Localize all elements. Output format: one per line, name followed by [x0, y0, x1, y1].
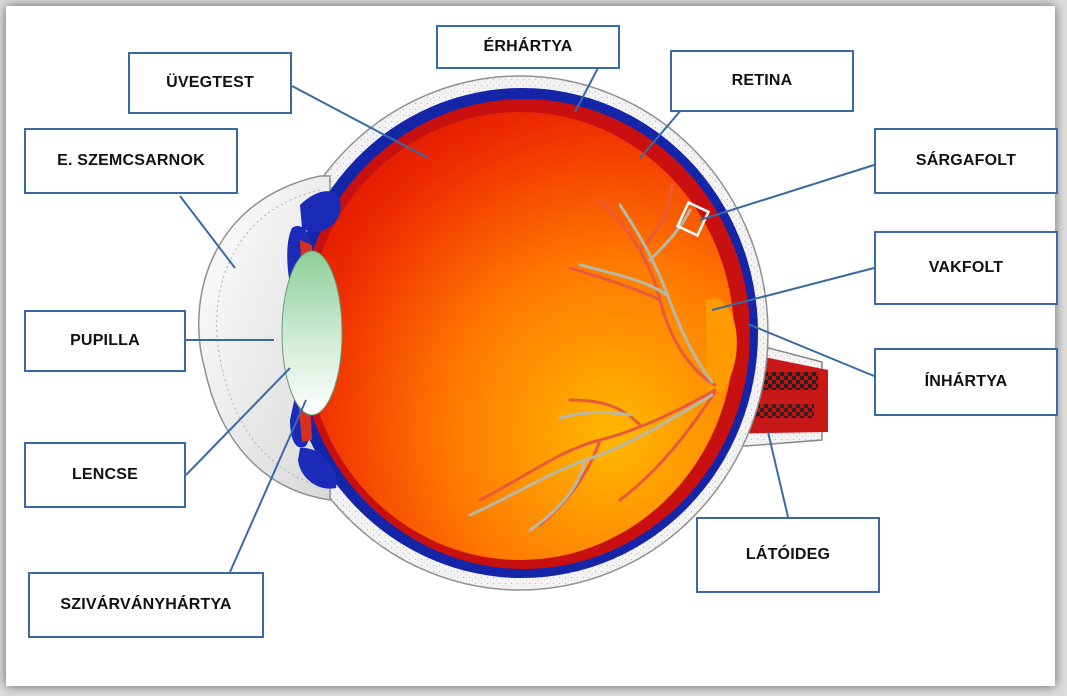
- label-retina: RETINA: [670, 50, 854, 112]
- label-szemcsarnok: E. SZEMCSARNOK: [24, 128, 238, 194]
- lens: [282, 251, 342, 415]
- label-latoideg: LÁTÓIDEG: [696, 517, 880, 593]
- label-erhartya: ÉRHÁRTYA: [436, 25, 620, 69]
- label-uvegtest: ÜVEGTEST: [128, 52, 292, 114]
- label-pupilla: PUPILLA: [24, 310, 186, 372]
- label-lencse: LENCSE: [24, 442, 186, 508]
- label-inhartya: ÍNHÁRTYA: [874, 348, 1058, 416]
- vitreous-body: [306, 112, 734, 560]
- label-sargafolt: SÁRGAFOLT: [874, 128, 1058, 194]
- label-vakfolt: VAKFOLT: [874, 231, 1058, 305]
- label-szivarvanyhartya: SZIVÁRVÁNYHÁRTYA: [28, 572, 264, 638]
